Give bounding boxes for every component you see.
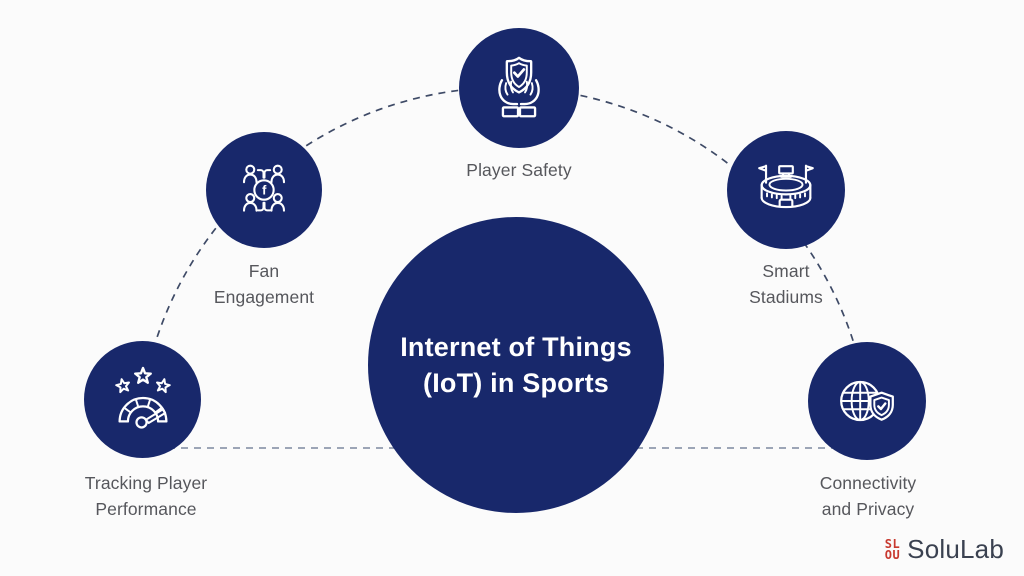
svg-text:f: f	[262, 183, 267, 198]
node-connectivity-and-privacy	[808, 342, 926, 460]
label-line: and Privacy	[821, 499, 915, 519]
label-line: Tracking Player	[84, 473, 208, 493]
label-line: Engagement	[213, 287, 315, 307]
logo-mark-row: OU	[884, 547, 901, 562]
label-line: Connectivity	[819, 473, 917, 493]
node-player-safety	[459, 28, 579, 148]
node-tracking-player-performance	[84, 341, 201, 458]
label-line: Smart	[762, 261, 810, 281]
solulab-wordmark: SoluLab	[907, 534, 1004, 564]
fan-network-facebook-icon: f	[242, 164, 286, 212]
solulab-logo-icon: SL OU	[884, 536, 901, 562]
central-title-line2: (IoT) in Sports	[423, 368, 609, 398]
label-line: Player Safety	[466, 160, 572, 180]
label-smart-stadiums: Smart Stadiums	[676, 258, 896, 310]
globe-shield-icon	[840, 380, 894, 422]
stadium-icon	[758, 164, 814, 209]
node-fan-engagement: f	[206, 132, 322, 248]
label-line: Stadiums	[749, 287, 823, 307]
label-tracking-player-performance: Tracking Player Performance	[26, 470, 266, 522]
label-fan-engagement: Fan Engagement	[154, 258, 374, 310]
logo-mark-row: SL	[884, 536, 901, 551]
label-player-safety: Player Safety	[409, 157, 629, 183]
shield-in-hands-icon	[498, 56, 540, 118]
central-topic-circle: Internet of Things (IoT) in Sports	[368, 217, 664, 513]
solulab-logo: SL OU SoluLab	[885, 534, 1004, 565]
gauge-with-stars-icon	[113, 366, 172, 429]
label-line: Fan	[248, 261, 280, 281]
node-smart-stadiums	[727, 131, 845, 249]
label-connectivity-and-privacy: Connectivity and Privacy	[748, 470, 988, 522]
label-line: Performance	[95, 499, 197, 519]
central-title-line1: Internet of Things	[400, 332, 632, 362]
